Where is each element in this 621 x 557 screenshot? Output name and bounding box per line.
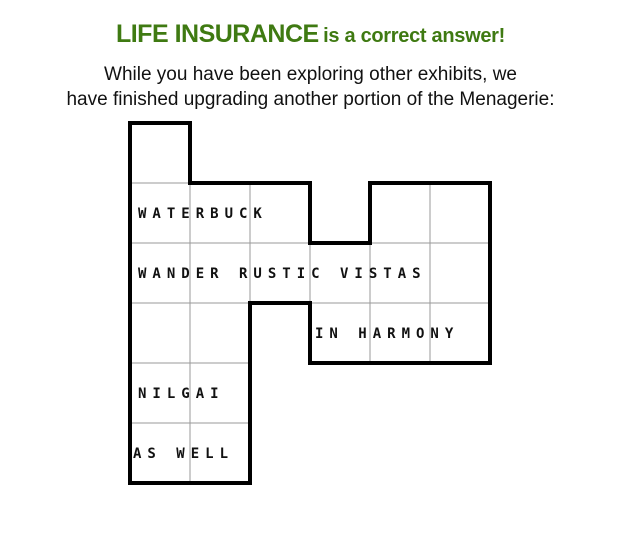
grid-entry: AS WELL xyxy=(133,446,234,462)
grid-entry: IN HARMONY xyxy=(315,326,459,342)
grid-outline xyxy=(128,121,492,485)
correct-answer-text: LIFE INSURANCE xyxy=(115,20,319,48)
grid-entries: WATERBUCK WANDER RUSTIC VISTAS IN HARMONY N… xyxy=(133,206,459,462)
intro-line-2: have finished upgrading another portion … xyxy=(66,89,555,110)
grid-entry: WANDER RUSTIC VISTAS xyxy=(138,266,427,282)
answer-confirmation: LIFE INSURANCE is a correct answer! xyxy=(0,20,621,49)
intro-paragraph: While you have been exploring other exhi… xyxy=(0,62,621,112)
answer-status-text: is a correct answer! xyxy=(323,25,506,47)
grid-cell-lines xyxy=(130,182,490,483)
grid-entry: WATERBUCK xyxy=(138,206,268,222)
grid-entry: NILGAI xyxy=(138,386,225,402)
intro-line-1: While you have been exploring other exhi… xyxy=(104,64,517,85)
